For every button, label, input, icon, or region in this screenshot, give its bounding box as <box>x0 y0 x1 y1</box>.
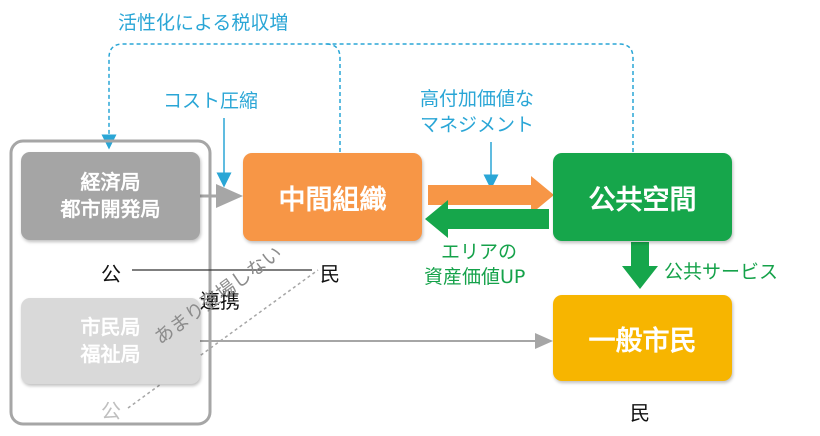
management-label-1: 高付加価値な <box>420 88 535 110</box>
inner-loop-dashed-line <box>325 43 341 152</box>
citizens-box: 一般市民 <box>553 295 732 381</box>
citizens-label: 一般市民 <box>588 325 697 357</box>
public-service-arrow <box>622 242 658 289</box>
area-value-label-1: エリアの <box>441 241 518 263</box>
ko-label: 公 <box>101 262 121 286</box>
min-label-citizens: 民 <box>630 401 650 425</box>
public-service-label: 公共サービス <box>664 261 779 283</box>
public-space-box: 公共空間 <box>553 153 732 241</box>
welfare-bureau-label-2: 福祉局 <box>80 342 141 366</box>
middle-organization-label: 中間組織 <box>278 184 387 216</box>
renkei-label: 連携 <box>200 289 240 313</box>
welfare-bureau-label-1: 市民局 <box>80 315 141 339</box>
economy-bureau-label-1: 経済局 <box>80 170 141 194</box>
min-label-middle: 民 <box>320 262 340 286</box>
public-space-label: 公共空間 <box>588 184 697 216</box>
management-label-2: マネジメント <box>420 114 535 136</box>
tax-increase-label: 活性化による税収増 <box>118 12 289 34</box>
middle-organization-box: 中間組織 <box>243 153 422 241</box>
middle-to-space-arrow <box>428 176 554 214</box>
economy-bureau-box: 経済局 都市開発局 <box>21 152 200 240</box>
area-value-label-2: 資産価値UP <box>424 266 526 288</box>
ko-label-faded: 公 <box>101 399 121 423</box>
tax-loop-dashed-line <box>101 43 634 152</box>
cost-reduction-label: コスト圧縮 <box>163 90 259 112</box>
government-group-frame <box>9 139 212 426</box>
welfare-bureau-box: 市民局 福祉局 <box>21 298 200 384</box>
economy-bureau-label-2: 都市開発局 <box>60 197 161 221</box>
space-to-middle-arrow <box>425 200 549 238</box>
